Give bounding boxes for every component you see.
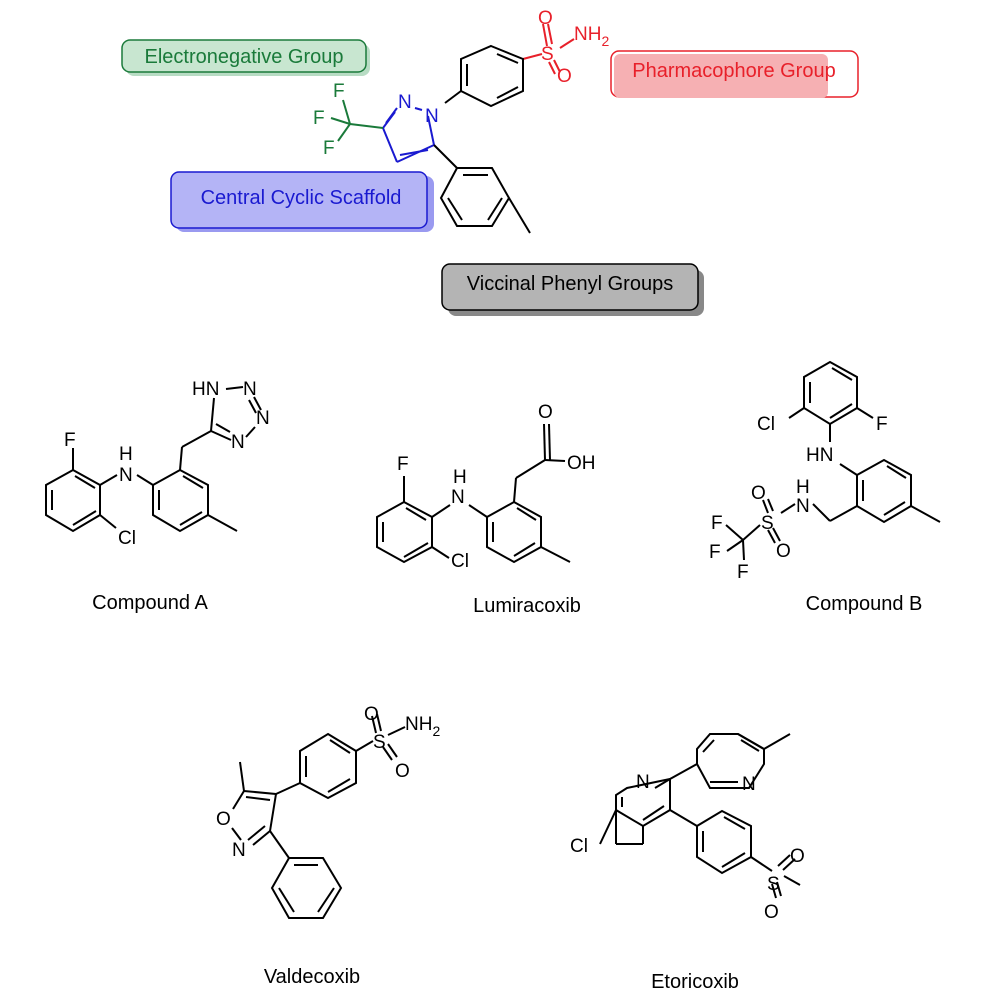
compound-b-f-ring: F xyxy=(876,414,888,435)
sulfonyl-o-top: O xyxy=(538,8,553,29)
pharmacophore-annotation: Pharmacophore Group xyxy=(610,50,859,98)
pharmacophore-box-fill xyxy=(614,54,828,98)
phenyls-label: Viccinal Phenyl Groups xyxy=(467,273,673,295)
compound-a-f: F xyxy=(64,430,76,451)
sulfonyl-o-bottom: O xyxy=(557,66,572,87)
etoricoxib-o-bottom: O xyxy=(764,902,779,923)
f-mid: F xyxy=(313,108,325,129)
etoricoxib-n-left: N xyxy=(636,772,650,793)
compound-b-s: S xyxy=(761,513,774,534)
etoricoxib: N N Cl O S O Etoricoxib xyxy=(570,733,805,993)
compound-b-o-bottom: O xyxy=(776,541,791,562)
electronegative-box xyxy=(121,39,367,73)
pharmacophore-model: Electronegative Group Pharmacophore Grou… xyxy=(121,8,859,316)
lumiracoxib-n: N xyxy=(451,487,465,508)
compound-b-bonds xyxy=(725,360,941,561)
etoricoxib-n-right: N xyxy=(742,774,756,795)
compound-a-caption: Compound A xyxy=(92,592,208,614)
valdecoxib-s: S xyxy=(373,732,386,753)
etoricoxib-caption: Etoricoxib xyxy=(651,971,739,993)
scaffold-annotation: Central Cyclic Scaffold xyxy=(170,171,434,232)
etoricoxib-o-top: O xyxy=(790,846,805,867)
sulfonamide-group xyxy=(522,23,575,75)
lumiracoxib-bonds xyxy=(376,423,571,564)
f-bottom: F xyxy=(323,138,335,159)
compound-b-f2: F xyxy=(709,542,721,563)
trifluoromethyl-group xyxy=(330,99,384,142)
compound-b-n: N xyxy=(796,496,810,517)
compound-a: F H N Cl HN N N N Compound A xyxy=(45,379,270,614)
lumiracoxib: F H N Cl O OH Lumiracoxib xyxy=(376,402,596,617)
compound-a-h: H xyxy=(119,444,133,465)
etoricoxib-cl: Cl xyxy=(570,836,588,857)
valdecoxib-ring-n: N xyxy=(232,840,246,861)
pyrazole-ring xyxy=(382,107,435,163)
valdecoxib-nh2: NH2 xyxy=(405,714,440,739)
f-top: F xyxy=(333,81,345,102)
lumiracoxib-oh: OH xyxy=(567,453,596,474)
electronegative-annotation: Electronegative Group xyxy=(121,39,370,76)
valdecoxib-caption: Valdecoxib xyxy=(264,966,360,988)
lumiracoxib-cl: Cl xyxy=(451,551,469,572)
compound-a-bonds xyxy=(45,386,262,533)
pyrazole-n-right: N xyxy=(425,106,439,127)
etoricoxib-s: S xyxy=(767,874,780,895)
top-phenyl-ring xyxy=(444,44,524,108)
valdecoxib-o-bottom: O xyxy=(395,761,410,782)
tolyl-ring xyxy=(433,144,531,234)
scaffold-label: Central Cyclic Scaffold xyxy=(201,187,402,209)
lumiracoxib-caption: Lumiracoxib xyxy=(473,595,581,617)
etoricoxib-bonds xyxy=(599,733,801,899)
compound-b: Cl F HN H N O S O F F F Compound B xyxy=(709,360,941,615)
phenyls-annotation: Viccinal Phenyl Groups xyxy=(441,263,704,316)
sulfonyl-s: S xyxy=(541,44,554,65)
valdecoxib-ring-o: O xyxy=(216,809,231,830)
compound-a-tetrazole-n1: N xyxy=(243,379,257,400)
compound-a-tetrazole-hn: HN xyxy=(192,379,219,400)
lumiracoxib-h: H xyxy=(453,467,467,488)
phenyls-box xyxy=(441,263,699,311)
valdecoxib-o-top: O xyxy=(364,704,379,725)
nh2-label: NH2 xyxy=(574,24,609,49)
pyrazole-n-left: N xyxy=(398,92,412,113)
compound-b-hn: HN xyxy=(806,445,833,466)
compound-b-caption: Compound B xyxy=(806,593,923,615)
compound-b-h: H xyxy=(796,477,810,498)
lumiracoxib-o: O xyxy=(538,402,553,423)
lumiracoxib-f: F xyxy=(397,454,409,475)
compound-b-o-top: O xyxy=(751,483,766,504)
compound-b-cl: Cl xyxy=(757,414,775,435)
valdecoxib: O S O NH2 O N Valdecoxib xyxy=(216,704,440,988)
electronegative-label: Electronegative Group xyxy=(144,46,343,68)
compound-a-tetrazole-n3: N xyxy=(231,432,245,453)
compound-b-f1: F xyxy=(711,513,723,534)
pharmacophore-label: Pharmacophore Group xyxy=(632,60,835,82)
compound-b-f3: F xyxy=(737,562,749,583)
compound-a-n: N xyxy=(119,465,133,486)
valdecoxib-bonds xyxy=(231,713,406,919)
scaffold-box xyxy=(170,171,428,229)
compound-a-cl: Cl xyxy=(118,528,136,549)
compound-a-tetrazole-n2: N xyxy=(256,408,270,429)
